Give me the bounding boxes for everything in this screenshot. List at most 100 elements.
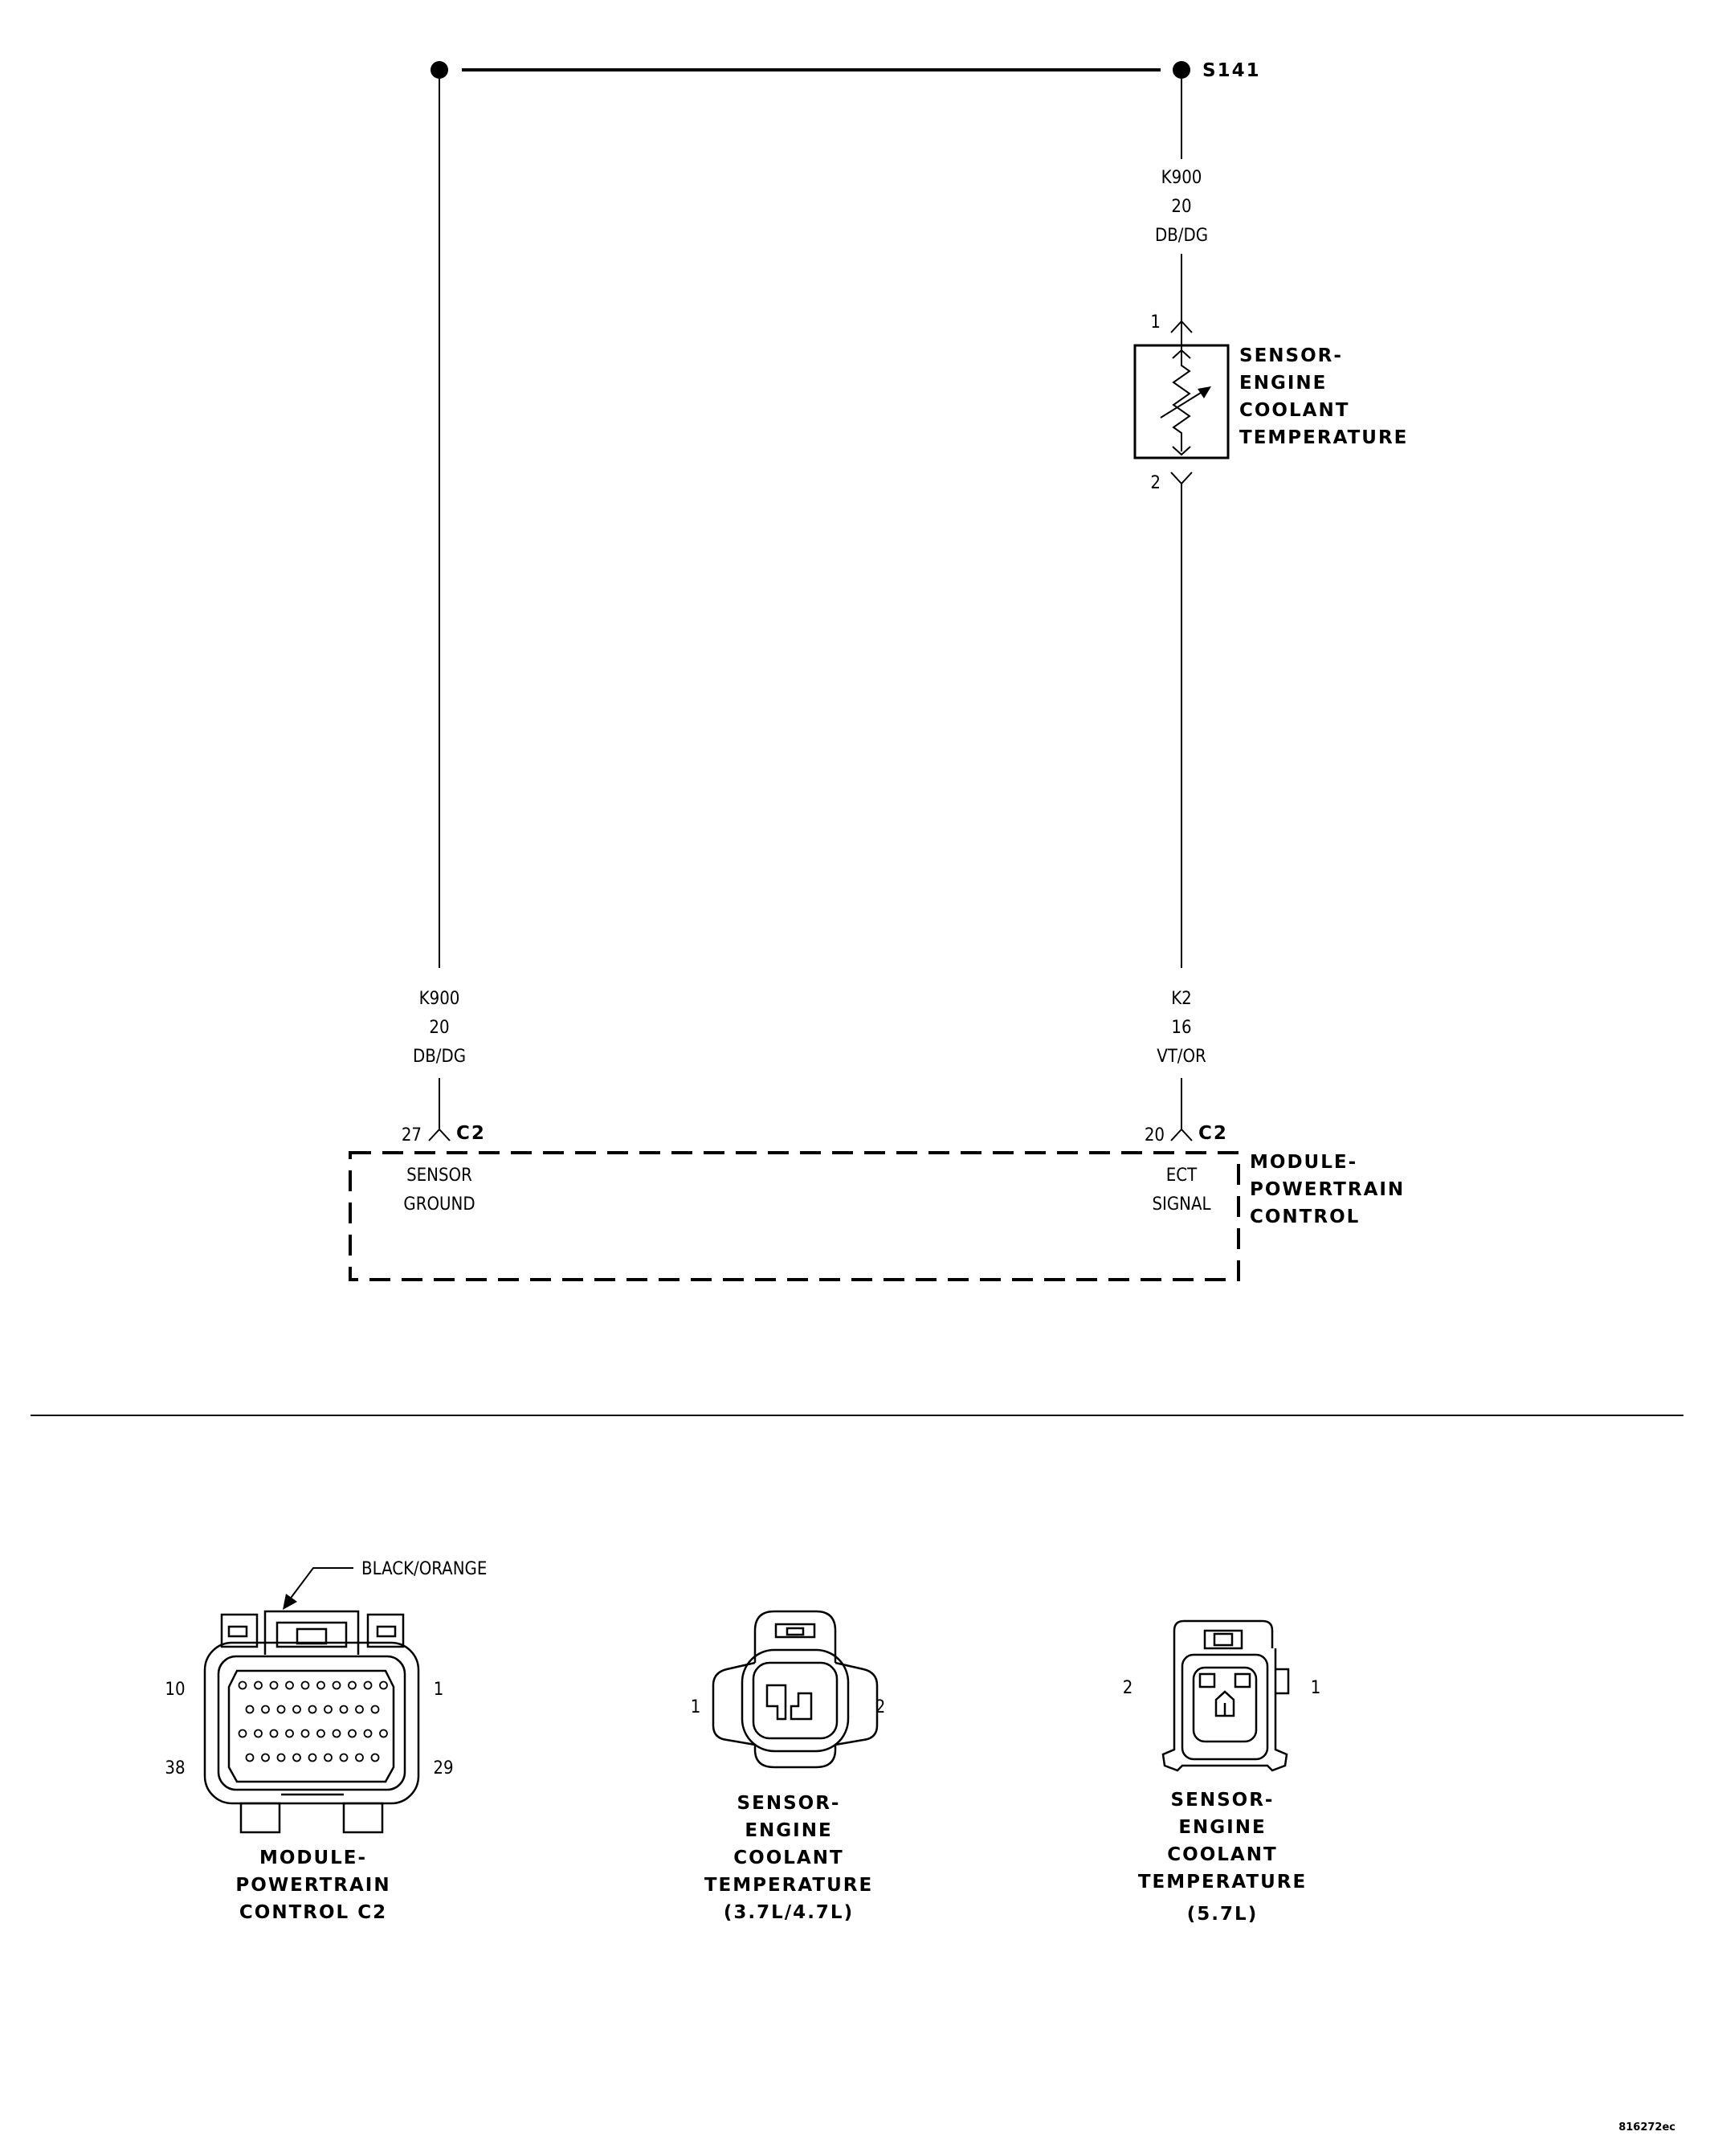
- svg-text:POWERTRAIN: POWERTRAIN: [235, 1875, 390, 1896]
- svg-text:(3.7L/4.7L): (3.7L/4.7L): [724, 1902, 854, 1923]
- pin-cavity: [245, 1753, 255, 1762]
- pin-cavity: [292, 1753, 301, 1762]
- pin-cavity: [355, 1705, 364, 1714]
- svg-text:CONTROL C2: CONTROL C2: [239, 1902, 387, 1923]
- pcm-c2-connector-view: BLACK/ORANGE 10 1 38 29 MODULE- POWERTRA…: [165, 1559, 487, 1923]
- svg-text:CONTROL: CONTROL: [1250, 1207, 1360, 1227]
- svg-text:COOLANT: COOLANT: [1239, 400, 1349, 421]
- pcm-c2-pin-10: 10: [165, 1680, 185, 1700]
- svg-text:20: 20: [429, 1018, 449, 1038]
- pcm-pin-20-number: 20: [1145, 1125, 1165, 1145]
- svg-text:SENSOR-: SENSOR-: [1239, 345, 1343, 366]
- svg-text:SENSOR: SENSOR: [406, 1166, 472, 1186]
- ect1-label: SENSOR- ENGINE COOLANT TEMPERATURE (3.7L…: [704, 1793, 873, 1923]
- pcm-pin-27-number: 27: [402, 1125, 422, 1145]
- splice-dot-right: [1173, 61, 1190, 79]
- pcm-c2-label: MODULE- POWERTRAIN CONTROL C2: [235, 1848, 390, 1923]
- pin-cavity: [324, 1753, 333, 1762]
- ect2-pin-2: 2: [1123, 1678, 1133, 1698]
- pcm-pin-20-terminal: [1170, 1128, 1193, 1141]
- pin-cavity: [324, 1705, 333, 1714]
- svg-text:K2: K2: [1171, 989, 1192, 1009]
- figure-id: 816272ec: [1618, 2121, 1675, 2134]
- pcm-pin-20-function: ECT SIGNAL: [1152, 1166, 1210, 1215]
- thermistor-arrowhead: [1198, 386, 1211, 398]
- pin-cavity: [276, 1705, 286, 1714]
- svg-text:TEMPERATURE: TEMPERATURE: [1138, 1872, 1307, 1893]
- sensor-pin-1-terminal: [1170, 320, 1193, 333]
- svg-text:DB/DG: DB/DG: [1155, 226, 1208, 246]
- left-wire-bottom-label: K900 20 DB/DG: [413, 989, 466, 1067]
- pin-cavity: [363, 1680, 373, 1690]
- pin-cavity: [339, 1705, 349, 1714]
- pin-cavity: [292, 1705, 301, 1714]
- ect-3-7-4-7-connector-view: 1 2 SENSOR- ENGINE COOLANT TEMPERATURE (…: [691, 1610, 885, 1923]
- pin-cavity: [261, 1705, 270, 1714]
- svg-text:20: 20: [1171, 197, 1191, 217]
- thermistor-symbol: [1172, 329, 1191, 456]
- pin-cavity: [316, 1680, 325, 1690]
- svg-text:TEMPERATURE: TEMPERATURE: [704, 1875, 873, 1896]
- svg-text:COOLANT: COOLANT: [1167, 1844, 1277, 1865]
- pin-cavity: [339, 1753, 349, 1762]
- pin-cavity: [269, 1729, 279, 1738]
- pin-cavity: [379, 1729, 388, 1738]
- ect-5-7-connector-view: 2 1 SENSOR- ENGINE COOLANT TEMPERATURE (…: [1123, 1619, 1321, 1925]
- pin-cavity: [316, 1729, 325, 1738]
- ect2-pin-1: 1: [1311, 1678, 1321, 1698]
- pin-cavity: [269, 1680, 279, 1690]
- pin-cavity: [276, 1753, 286, 1762]
- sensor-pin-2: 2: [1150, 473, 1161, 493]
- pcm-pin-20-connector: C2: [1198, 1123, 1228, 1144]
- pin-cavity: [348, 1680, 357, 1690]
- svg-text:TEMPERATURE: TEMPERATURE: [1239, 427, 1408, 448]
- svg-text:COOLANT: COOLANT: [733, 1848, 843, 1868]
- svg-text:K900: K900: [1161, 168, 1202, 188]
- svg-text:GROUND: GROUND: [403, 1194, 475, 1215]
- pin-cavity: [254, 1680, 263, 1690]
- pcm-c2-pin-38: 38: [165, 1758, 185, 1778]
- pin-cavity: [238, 1729, 247, 1738]
- svg-text:K900: K900: [419, 989, 460, 1009]
- pin-cavity: [300, 1729, 310, 1738]
- sensor-label: SENSOR- ENGINE COOLANT TEMPERATURE: [1239, 345, 1408, 448]
- svg-text:(5.7L): (5.7L): [1187, 1904, 1258, 1925]
- pcm-pin-27-terminal: [428, 1128, 451, 1141]
- pcm-pin-27-connector: C2: [456, 1123, 486, 1144]
- svg-text:DB/DG: DB/DG: [413, 1047, 466, 1067]
- pin-cavity: [285, 1729, 294, 1738]
- svg-text:SENSOR-: SENSOR-: [1171, 1790, 1275, 1811]
- svg-text:SIGNAL: SIGNAL: [1152, 1194, 1210, 1215]
- svg-text:16: 16: [1171, 1018, 1191, 1038]
- callout-arrowhead: [283, 1594, 297, 1610]
- pin-cavity: [285, 1680, 294, 1690]
- thermistor-arrow: [1160, 388, 1208, 419]
- pin-cavity: [379, 1680, 388, 1690]
- sensor-pin-1: 1: [1150, 312, 1161, 333]
- pcm-c2-pin-field: [238, 1680, 388, 1762]
- pin-cavity: [332, 1729, 341, 1738]
- pin-cavity: [348, 1729, 357, 1738]
- pcm-c2-pin-29: 29: [433, 1758, 453, 1778]
- svg-text:ECT: ECT: [1166, 1166, 1198, 1186]
- pin-cavity: [308, 1753, 317, 1762]
- right-wire-bottom-label: K2 16 VT/OR: [1157, 989, 1206, 1067]
- pin-cavity: [332, 1680, 341, 1690]
- svg-text:MODULE-: MODULE-: [1250, 1152, 1357, 1173]
- color-callout: BLACK/ORANGE: [361, 1559, 487, 1579]
- svg-text:POWERTRAIN: POWERTRAIN: [1250, 1179, 1405, 1200]
- ect2-label: SENSOR- ENGINE COOLANT TEMPERATURE (5.7L…: [1138, 1790, 1307, 1925]
- pin-cavity: [254, 1729, 263, 1738]
- pin-cavity: [245, 1705, 255, 1714]
- svg-text:ENGINE: ENGINE: [1178, 1817, 1266, 1838]
- pcm-c2-pin-1: 1: [434, 1680, 444, 1700]
- splice-dot-left: [431, 61, 448, 79]
- pin-cavity: [308, 1705, 317, 1714]
- svg-text:ENGINE: ENGINE: [745, 1820, 832, 1841]
- svg-text:ENGINE: ENGINE: [1239, 373, 1327, 394]
- right-wire-top-label: K900 20 DB/DG: [1155, 168, 1208, 246]
- svg-text:MODULE-: MODULE-: [259, 1848, 367, 1868]
- pin-cavity: [363, 1729, 373, 1738]
- pin-cavity: [300, 1680, 310, 1690]
